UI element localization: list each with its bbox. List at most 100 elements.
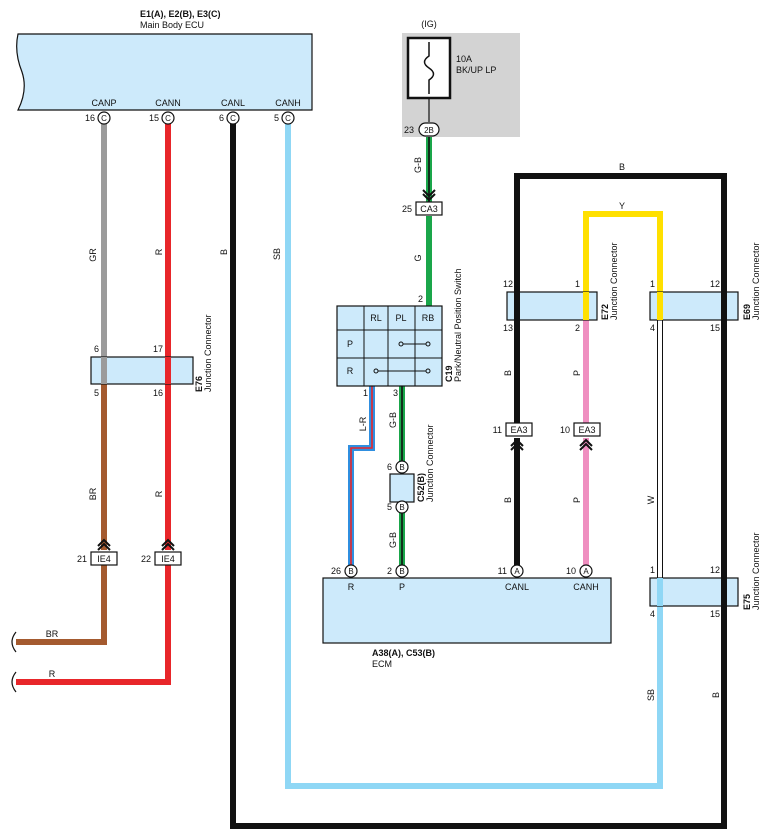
label-g: G: [413, 254, 423, 261]
label-gr: GR: [88, 248, 98, 262]
label-gb-mid: G-B: [388, 412, 398, 428]
ca3-connector: 25 CA3: [402, 201, 443, 216]
label-w: W: [646, 495, 656, 504]
e76-pin-tl: 6: [94, 344, 99, 354]
label-gb-top: G-B: [413, 157, 423, 173]
ecm-box: [322, 577, 612, 644]
svg-text:5: 5: [274, 113, 279, 123]
ea3-right: 10 EA3: [560, 422, 601, 451]
wire-b-loop: [230, 122, 727, 829]
svg-text:A: A: [583, 567, 589, 576]
c19-col-rb: RB: [422, 313, 435, 323]
svg-text:21: 21: [77, 554, 87, 564]
e75-name: Junction Connector: [751, 532, 761, 610]
c19-name: Park/Neutral Position Switch: [453, 268, 463, 382]
ie4-right: IE4 22: [141, 538, 182, 566]
ecu-pin-label-canl: CANL: [221, 98, 245, 108]
c19-row-p: P: [347, 339, 353, 349]
break-mark-br: [11, 631, 17, 653]
svg-text:5: 5: [387, 502, 392, 512]
svg-text:P: P: [399, 582, 405, 592]
e76-pin-tr: 17: [153, 344, 163, 354]
ecm-name: ECM: [372, 659, 392, 669]
label-gb-low: G-B: [388, 532, 398, 548]
svg-text:CA3: CA3: [420, 204, 438, 214]
e69-pin-br: 15: [710, 323, 720, 333]
break-mark-r: [11, 671, 17, 693]
label-y: Y: [619, 201, 625, 211]
ecm-pin-canh: 10 A CANH: [566, 564, 599, 592]
wire-r-out: [16, 565, 171, 685]
label-sb-upper: SB: [272, 248, 282, 260]
svg-text:CANH: CANH: [573, 582, 599, 592]
label-br-vert: BR: [88, 487, 98, 500]
c19-row-r: R: [347, 366, 354, 376]
e69-pin-tl: 1: [650, 279, 655, 289]
svg-text:B: B: [399, 567, 404, 576]
e72-id: E72: [600, 304, 610, 320]
e75-id: E75: [742, 594, 752, 610]
label-b-top: B: [619, 162, 625, 172]
label-b-e72: B: [503, 370, 513, 376]
c52-name: Junction Connector: [425, 424, 435, 502]
fuse-name: BK/UP LP: [456, 65, 496, 75]
wire-sb: [285, 122, 663, 789]
svg-text:6: 6: [387, 462, 392, 472]
wire-br-out: [16, 565, 107, 645]
arrow-gb-top: [422, 189, 436, 202]
svg-text:EA3: EA3: [578, 425, 595, 435]
ecu-pin-label-canh: CANH: [275, 98, 301, 108]
c52-connector: [389, 473, 415, 503]
ie4-left: IE4 21: [77, 538, 118, 566]
ecu-pin-canh: 5 C: [274, 111, 295, 125]
svg-text:23: 23: [404, 125, 414, 135]
svg-text:CANL: CANL: [505, 582, 529, 592]
ecu-pin-label-canp: CANP: [91, 98, 116, 108]
c19-col-rl: RL: [370, 313, 382, 323]
e76-id: E76: [194, 376, 204, 392]
wire-y: [583, 211, 663, 292]
ecu-pin-cann: 15 C: [149, 111, 175, 125]
svg-text:B: B: [348, 567, 353, 576]
label-b-canl: B: [219, 249, 229, 255]
svg-text:26: 26: [331, 566, 341, 576]
label-br-out: BR: [46, 629, 59, 639]
c19-contact-p: [398, 341, 431, 347]
c19-contact-r: [373, 368, 431, 374]
svg-text:16: 16: [85, 113, 95, 123]
svg-text:6: 6: [219, 113, 224, 123]
ecu-pin-label-cann: CANN: [155, 98, 181, 108]
ecu-pin-canp: 16 C: [85, 111, 111, 125]
svg-text:C: C: [230, 114, 236, 123]
main-body-ecu-box: [16, 33, 313, 111]
e75-pin-br: 15: [710, 609, 720, 619]
e76-connector: [90, 356, 194, 385]
label-sb-lower: SB: [646, 689, 656, 701]
ecu-pin-canl: 6 C: [219, 111, 240, 125]
label-r-out: R: [49, 669, 56, 679]
svg-text:10: 10: [566, 566, 576, 576]
svg-text:C: C: [101, 114, 107, 123]
wire-lr-stripe: [350, 386, 373, 565]
e75-pin-tr: 12: [710, 565, 720, 575]
e69-pin-bl: 4: [650, 323, 655, 333]
c52-pin-bot: 5 B: [387, 500, 409, 514]
svg-text:B: B: [399, 463, 404, 472]
e69-id: E69: [742, 304, 752, 320]
c19-pin-1: 1: [363, 388, 368, 398]
fuse-ig: (IG): [421, 19, 437, 29]
svg-text:2B: 2B: [424, 126, 434, 135]
c19-pin-3: 3: [393, 388, 398, 398]
svg-text:B: B: [399, 503, 404, 512]
label-lr: L-R: [358, 416, 368, 431]
e76-name: Junction Connector: [203, 314, 213, 392]
label-r-lower: R: [154, 490, 164, 497]
c52-pin-top: 6 B: [387, 460, 409, 474]
svg-text:25: 25: [402, 204, 412, 214]
e72-name: Junction Connector: [609, 242, 619, 320]
ecm-pin-r: 26 B R: [331, 564, 358, 592]
svg-text:R: R: [348, 582, 355, 592]
fuse-rating: 10A: [456, 54, 472, 64]
label-b-right: B: [711, 692, 721, 698]
